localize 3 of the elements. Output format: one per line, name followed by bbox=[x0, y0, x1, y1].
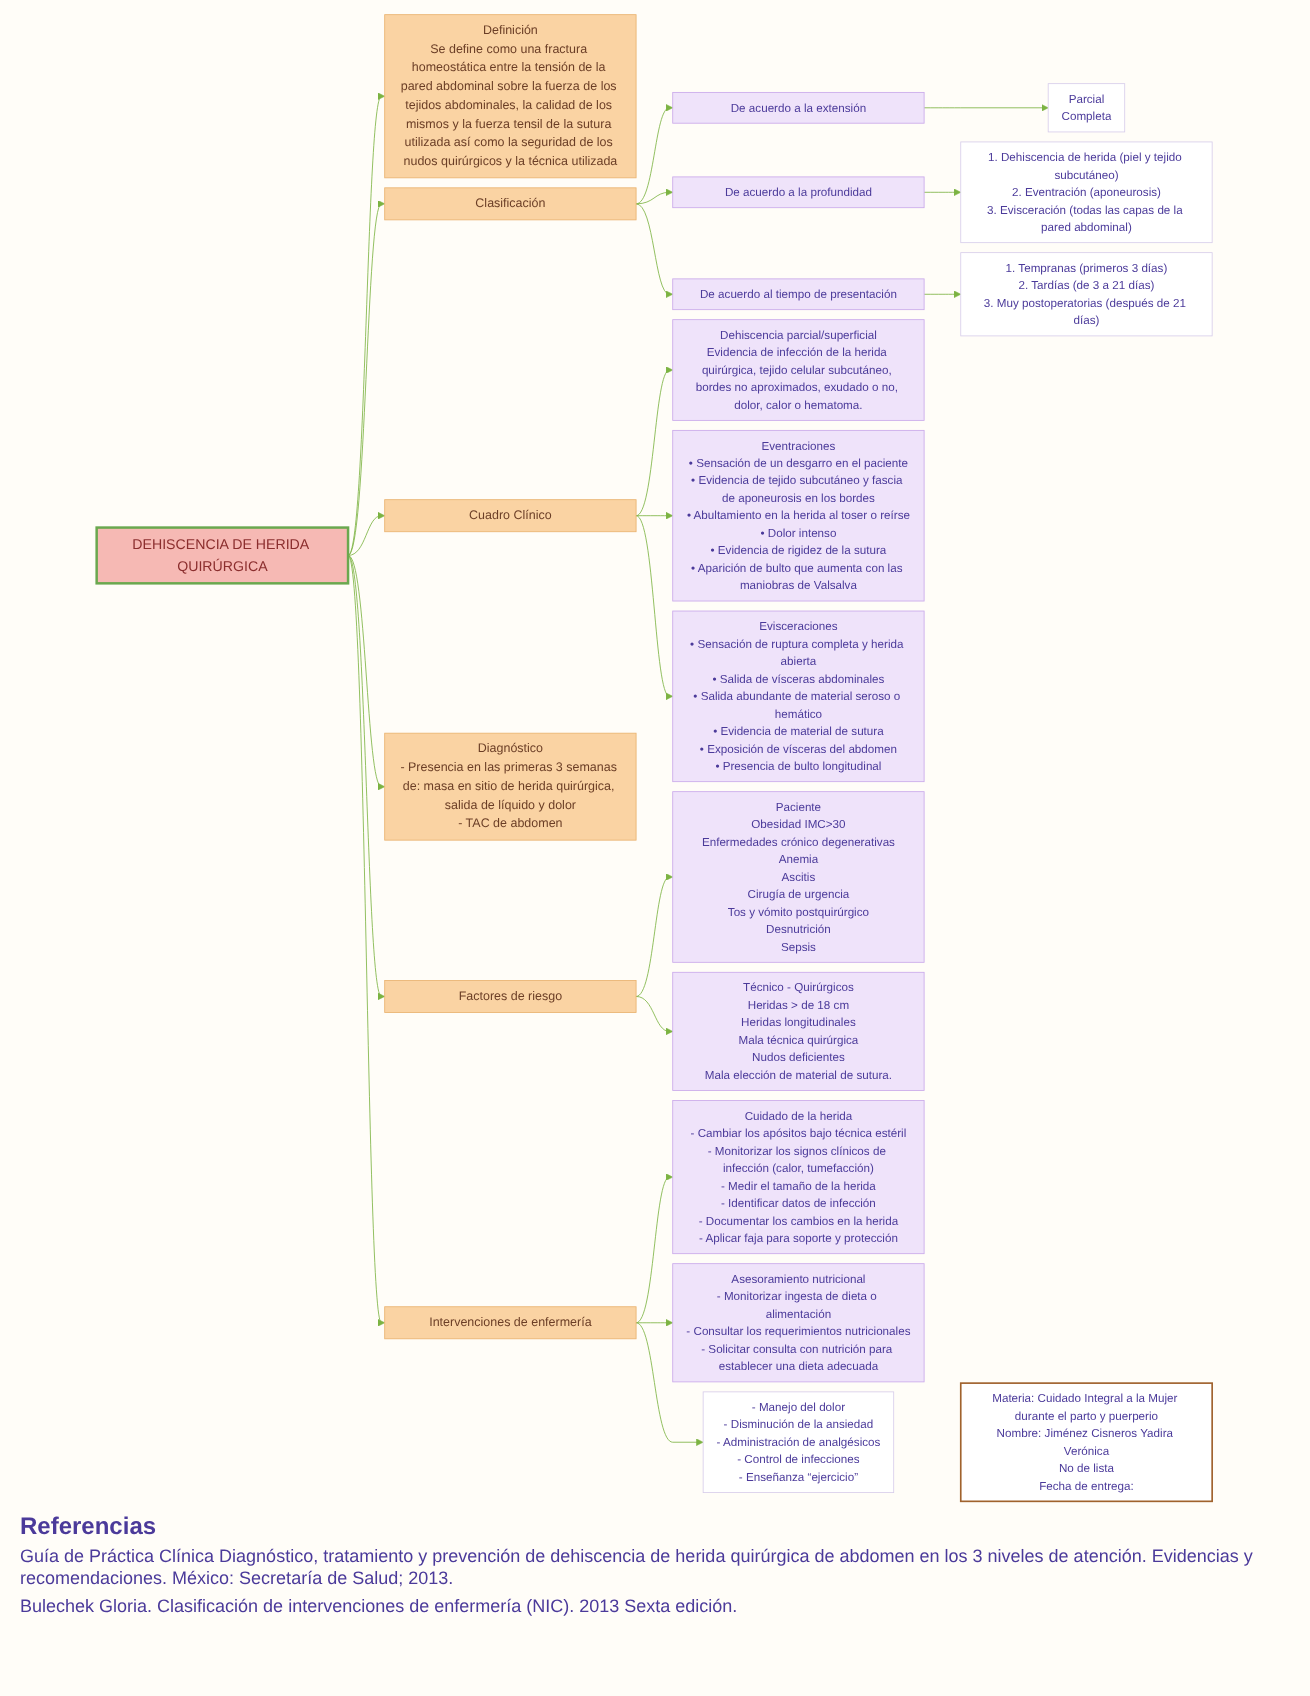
reference-text: Bulechek Gloria. Clasificación de intervenciones de enfermería (NIC). 2013 Sexta edición. bbox=[20, 1595, 740, 1618]
reference-text: Guía de Práctica Clínica Diagnóstico, tratamiento y prevención de dehiscencia de herida quirúrgica de abdomen en los 3 niveles de atención. Evidencias y recomendaciones. México: Secretaría de Salud; 2013. bbox=[20, 1546, 1255, 1591]
references-heading: Referencias bbox=[20, 1512, 157, 1542]
